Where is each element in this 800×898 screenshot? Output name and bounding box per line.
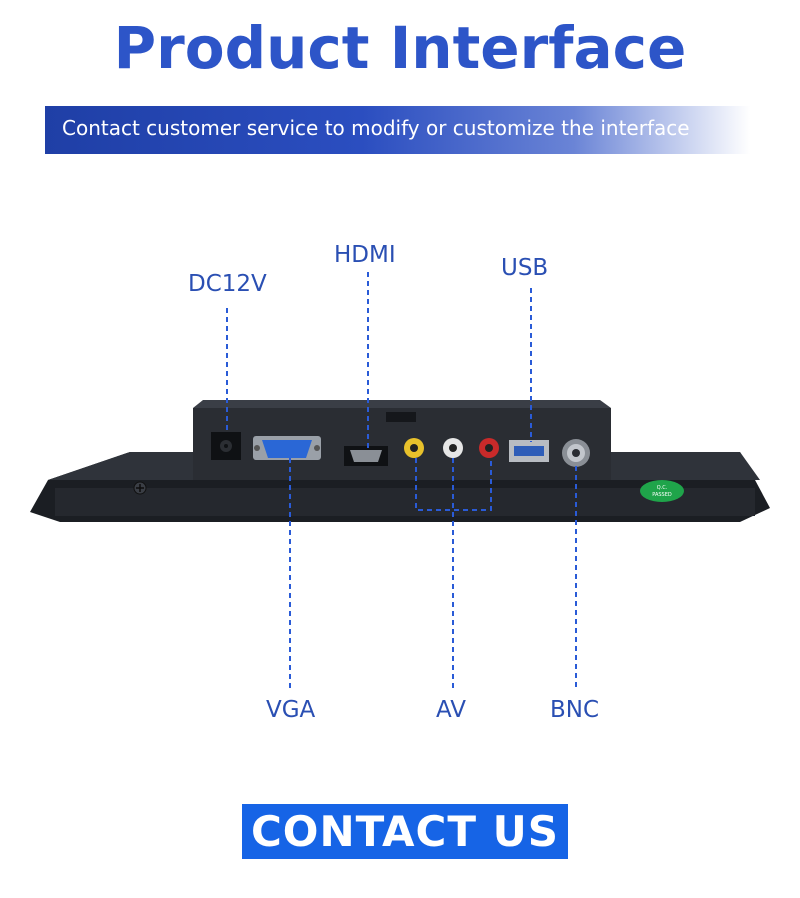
page-title: Product Interface — [113, 14, 687, 82]
subtitle-text: Contact customer service to modify or cu… — [62, 116, 690, 140]
svg-text:PASSED: PASSED — [652, 492, 672, 498]
bnc-label: BNC — [550, 697, 600, 723]
usb-label: USB — [501, 255, 549, 281]
svg-text:Q.C.: Q.C. — [657, 485, 668, 491]
contact-us-button[interactable]: CONTACT US — [242, 804, 568, 859]
dc12v-label: DC12V — [188, 271, 267, 297]
vga-label: VGA — [266, 697, 316, 723]
hdmi-label: HDMI — [334, 242, 396, 268]
subtitle-banner — [45, 106, 750, 154]
vga-port — [262, 440, 312, 458]
leader-lines — [226, 272, 577, 690]
hdmi-port — [350, 450, 382, 462]
av-label: AV — [436, 697, 466, 723]
qc-passed-sticker — [640, 480, 684, 502]
